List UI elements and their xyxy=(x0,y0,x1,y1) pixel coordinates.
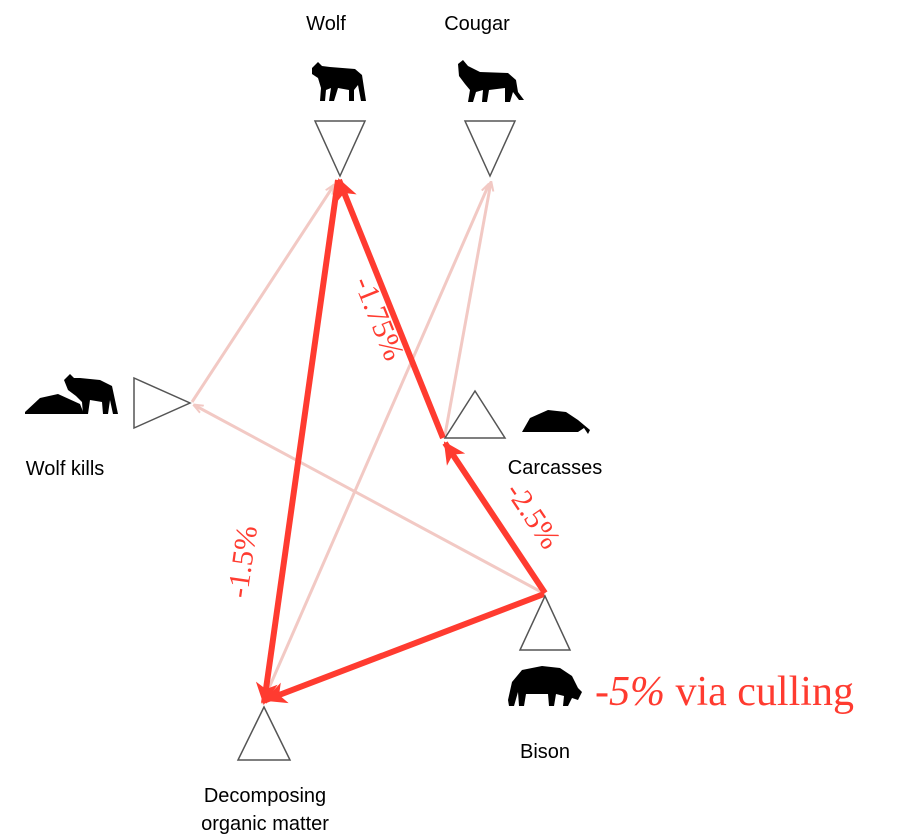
edge-label-wolf-to-decomposing: -1.5% xyxy=(221,523,264,599)
edge-bison-to-carcasses xyxy=(442,441,548,595)
wolf-icon xyxy=(312,62,366,101)
wolf-kill-icon xyxy=(25,374,118,414)
node-shapes xyxy=(133,120,572,761)
bison-node[interactable] xyxy=(518,594,572,651)
faint-edges xyxy=(190,182,546,705)
perturbation-value: -5% xyxy=(595,669,665,715)
cougar-icon xyxy=(458,60,524,102)
edge-wolfkills-to-wolf xyxy=(190,185,334,403)
strong-edges xyxy=(255,178,548,705)
bison-label: Bison xyxy=(520,741,570,763)
wolf-kills-node[interactable] xyxy=(133,376,192,430)
perturbation-text: via culling xyxy=(665,669,854,715)
wolf-label: Wolf xyxy=(306,13,346,35)
carcasses-node[interactable] xyxy=(443,389,507,439)
edge-decomposing-to-cougar xyxy=(260,184,489,705)
edge-bison-to-decomposing xyxy=(264,591,546,704)
edge-bison-to-wolfkills xyxy=(194,405,546,596)
carcasses-label: Carcasses xyxy=(508,457,602,479)
edge-carcasses-to-wolf xyxy=(336,178,446,440)
wolf-node[interactable] xyxy=(313,120,367,178)
cougar-label: Cougar xyxy=(444,13,510,35)
wolf-kills-label: Wolf kills xyxy=(26,458,105,480)
decomposing-node[interactable] xyxy=(236,705,292,761)
cougar-node[interactable] xyxy=(463,120,517,178)
bison-icon xyxy=(508,666,582,706)
carcass-icon xyxy=(522,410,590,434)
perturbation-annotation: -5% via culling xyxy=(595,669,854,715)
edge-label-carcasses-to-wolf: -1.75% xyxy=(347,272,410,365)
decomposing-label-line2: organic matter xyxy=(201,813,329,835)
edge-carcasses-to-cougar xyxy=(443,182,491,436)
edge-wolf-to-decomposing xyxy=(255,179,341,705)
decomposing-label-line1: Decomposing xyxy=(204,785,326,807)
